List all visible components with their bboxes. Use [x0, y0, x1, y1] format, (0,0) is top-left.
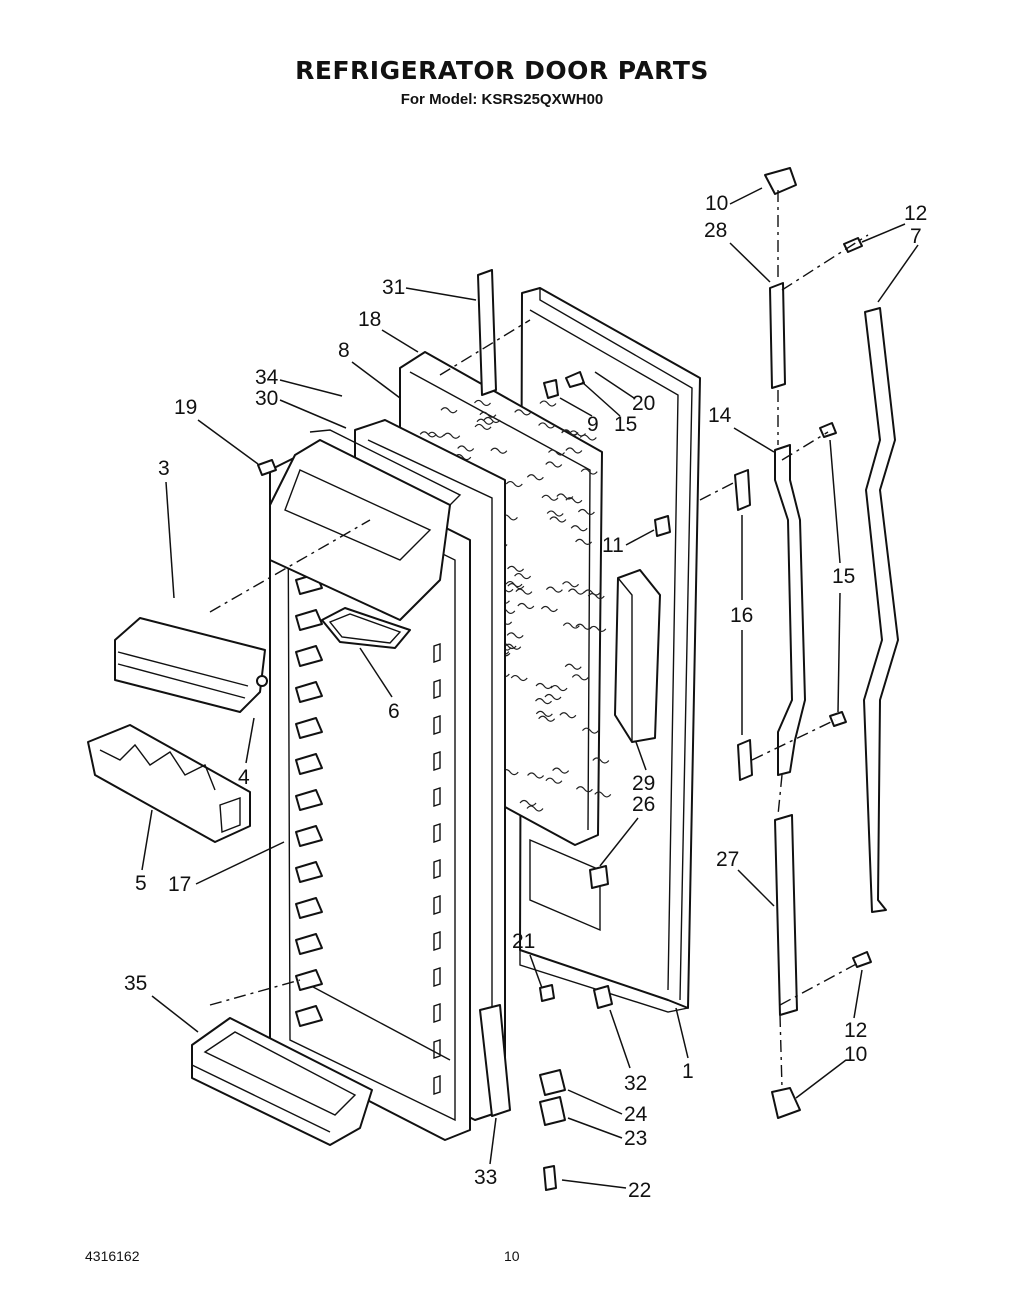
- page-number: 10: [504, 1248, 520, 1264]
- diagram-title: REFRIGERATOR DOOR PARTS: [295, 56, 709, 85]
- callout-12b: 12: [844, 1019, 867, 1042]
- dispenser-housing: [269, 429, 462, 621]
- callout-14: 14: [708, 404, 732, 427]
- part-16-bracket-top: [734, 469, 751, 511]
- part-27-lower-strap: [774, 814, 798, 1016]
- callout-24: 24: [624, 1103, 648, 1126]
- part-29-foam-block: [614, 569, 661, 743]
- callout-31: 31: [382, 276, 405, 299]
- callout-27: 27: [716, 848, 739, 871]
- callout-34: 34: [255, 366, 279, 389]
- callout-33: 33: [474, 1166, 497, 1189]
- callout-28: 28: [704, 219, 727, 242]
- part-35-door-bin: [191, 1017, 373, 1146]
- document-number: 4316162: [85, 1248, 140, 1264]
- part-31-strip: [477, 269, 497, 396]
- callout-5: 5: [135, 872, 147, 895]
- callout-29: 29: [632, 772, 655, 795]
- part-6-tray: [321, 607, 411, 649]
- part-3-cover: [114, 617, 268, 713]
- model-subtitle: For Model: KSRS25QXWH00: [400, 91, 604, 108]
- part-28-hinge-strap: [769, 282, 786, 389]
- callout-32: 32: [624, 1072, 647, 1095]
- callout-9: 9: [587, 413, 599, 436]
- callout-4: 4: [238, 766, 250, 789]
- callout-1: 1: [682, 1060, 694, 1083]
- part-14-handle-bracket: [774, 444, 806, 776]
- part-16-bracket-bottom: [737, 739, 753, 781]
- callout-20: 20: [632, 392, 655, 415]
- assembly-centerlines: [209, 190, 869, 1089]
- callout-11: 11: [602, 534, 624, 557]
- callout-8: 8: [338, 339, 350, 362]
- door-liner: [269, 454, 471, 1141]
- callout-21: 21: [512, 930, 535, 953]
- callout-labels: 10 12 7 28 31 18 8 34 30 19 20 9 15 14 3…: [124, 187, 927, 1202]
- part-5-drip-tray: [87, 724, 251, 843]
- lower-hinge-cap: [771, 1087, 801, 1119]
- part-33-strip: [479, 1004, 511, 1117]
- callout-15a: 15: [614, 413, 637, 436]
- callout-22: 22: [628, 1179, 651, 1202]
- callout-7: 7: [910, 225, 922, 248]
- callout-30: 30: [255, 387, 278, 410]
- callout-6: 6: [388, 700, 400, 723]
- callout-17: 17: [168, 873, 191, 896]
- callout-26: 26: [632, 793, 655, 816]
- callout-35: 35: [124, 972, 147, 995]
- callout-12a: 12: [904, 202, 927, 225]
- callout-3: 3: [158, 457, 170, 480]
- callout-16: 16: [730, 604, 753, 627]
- upper-hinge-cap: [764, 167, 797, 195]
- callout-19: 19: [174, 396, 197, 419]
- callout-10b: 10: [844, 1043, 867, 1066]
- callout-10a: 10: [705, 192, 728, 215]
- callout-18: 18: [358, 308, 381, 331]
- callout-23: 23: [624, 1127, 647, 1150]
- callout-15b: 15: [832, 565, 855, 588]
- part-7-trim-strip: [863, 307, 899, 913]
